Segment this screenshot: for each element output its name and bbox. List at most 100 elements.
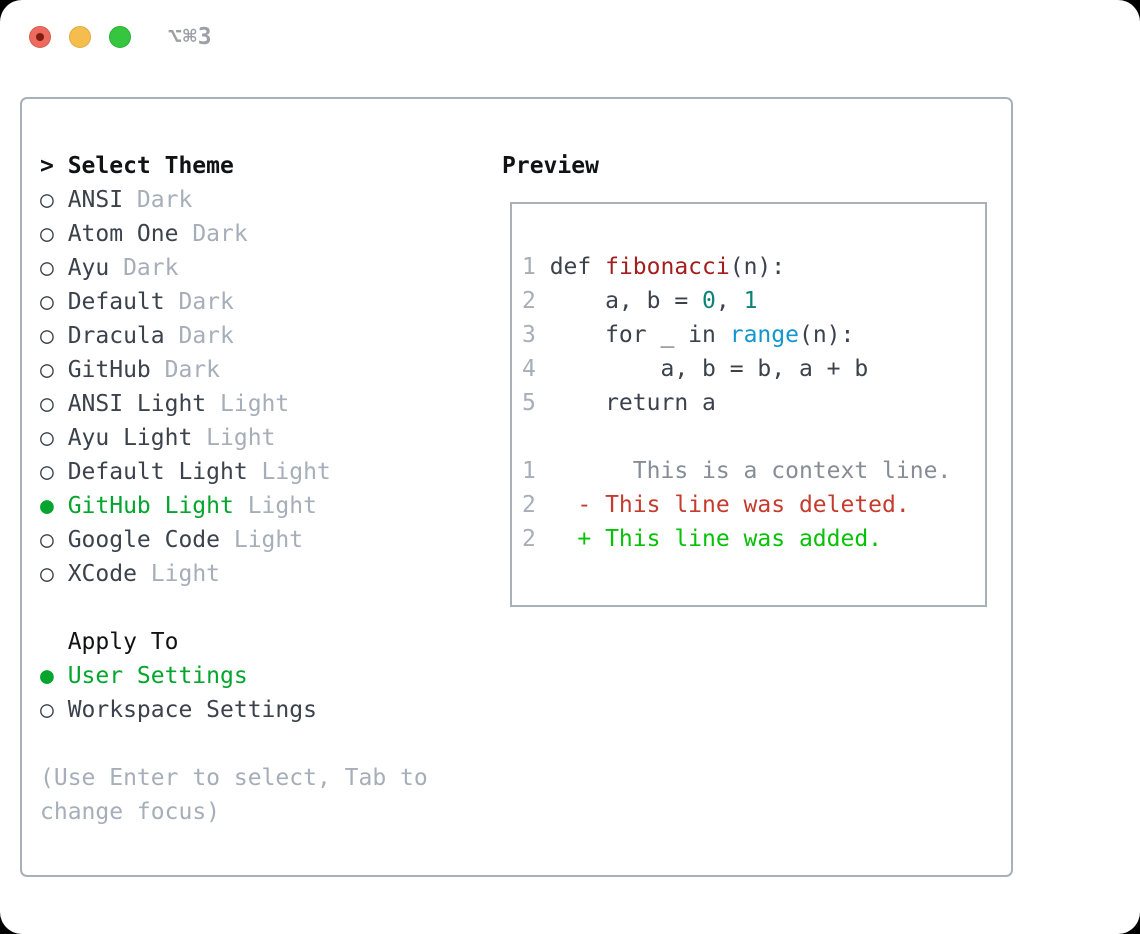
radio-unselected-icon: ○ — [40, 187, 54, 213]
code-line: 4 a, b = b, a + b — [522, 352, 977, 386]
select-theme-header: > Select Theme — [40, 149, 428, 183]
theme-name: Google Code — [67, 527, 221, 553]
diff-context-line: 1 This is a context line. — [522, 454, 977, 488]
titlebar[interactable]: ⌥⌘3 — [0, 0, 1140, 76]
radio-unselected-icon: ○ — [40, 561, 54, 587]
line-number: 1 — [522, 458, 536, 484]
help-text-line2: change focus) — [40, 799, 221, 825]
code-segment: + This line was added. — [535, 526, 883, 552]
line-number: 3 — [522, 322, 536, 348]
theme-name: Atom One — [67, 221, 179, 247]
theme-name: ANSI Light — [67, 391, 207, 417]
theme-variant: Light — [150, 561, 221, 587]
radio-unselected-icon: ○ — [40, 289, 54, 315]
code-line: 1 def fibonacci(n): — [522, 250, 977, 284]
theme-name: Dracula — [67, 323, 165, 349]
minimize-button[interactable] — [69, 26, 91, 48]
theme-option-ayu-dark[interactable]: ○ Ayu Dark — [40, 251, 428, 285]
code-segment: (n): — [798, 322, 855, 348]
traffic-lights — [29, 26, 131, 48]
radio-unselected-icon: ○ — [40, 697, 54, 723]
code-segment: - This line was deleted. — [535, 492, 910, 518]
zoom-button[interactable] — [109, 26, 131, 48]
code-segment: This is a context line. — [535, 458, 952, 484]
line-number: 2 — [522, 492, 536, 518]
code-segment: 0 — [702, 288, 716, 314]
code-segment: (n): — [729, 254, 786, 280]
window-title: ⌥⌘3 — [168, 24, 213, 50]
prompt-icon: > — [40, 153, 54, 179]
radio-selected-icon: ● — [40, 663, 54, 689]
theme-option-atom-one-dark[interactable]: ○ Atom One Dark — [40, 217, 428, 251]
code-segment: a, b = b, a + b — [535, 356, 869, 382]
theme-variant: Dark — [192, 221, 248, 247]
apply-option-label: Workspace Settings — [67, 697, 317, 723]
code-segment: a, b = — [535, 288, 703, 314]
theme-option-ansi-dark[interactable]: ○ ANSI Dark — [40, 183, 428, 217]
theme-option-dracula-dark[interactable]: ○ Dracula Dark — [40, 319, 428, 353]
line-number: 1 — [522, 254, 536, 280]
theme-variant: Light — [233, 527, 304, 553]
theme-name: Default Light — [67, 459, 248, 485]
code-line — [522, 420, 977, 454]
radio-unselected-icon: ○ — [40, 323, 54, 349]
apply-option-user-settings[interactable]: ●User Settings — [40, 659, 428, 693]
preview-code-box: 1 def fibonacci(n): 2 a, b = 0, 1 3 for … — [510, 202, 987, 607]
help-text-line1: (Use Enter to select, Tab to — [40, 765, 428, 791]
theme-variant: Dark — [123, 255, 179, 281]
theme-variant: Dark — [136, 187, 193, 213]
theme-variant: Dark — [178, 323, 234, 349]
code-segment: return a — [535, 390, 716, 416]
spacer — [40, 727, 428, 761]
preview-title: Preview — [502, 153, 599, 179]
diff-deleted-line: 2 - This line was deleted. — [522, 488, 977, 522]
theme-variant: Light — [261, 459, 331, 485]
radio-selected-icon: ● — [40, 493, 54, 519]
theme-variant: Light — [206, 425, 276, 451]
theme-name: XCode — [67, 561, 137, 587]
theme-variant: Dark — [178, 289, 234, 315]
radio-unselected-icon: ○ — [40, 221, 54, 247]
line-number: 4 — [522, 356, 536, 382]
line-number: 5 — [522, 390, 536, 416]
theme-option-ansi-light[interactable]: ○ ANSI Light Light — [40, 387, 428, 421]
close-button[interactable] — [29, 26, 51, 48]
theme-name: GitHub Light — [67, 493, 234, 519]
code-segment: range — [729, 322, 799, 348]
theme-option-xcode[interactable]: ○ XCode Light — [40, 557, 428, 591]
code-segment: fibonacci — [605, 254, 730, 280]
spacer — [40, 591, 428, 625]
theme-name: Ayu Light — [67, 425, 193, 451]
radio-unselected-icon: ○ — [40, 357, 54, 383]
code-line: 2 a, b = 0, 1 — [522, 284, 977, 318]
code-line: 5 return a — [522, 386, 977, 420]
code-segment: , — [715, 288, 744, 314]
theme-option-github-light[interactable]: ● GitHub Light Light — [40, 489, 428, 523]
theme-variant: Light — [247, 493, 317, 519]
radio-unselected-icon: ○ — [40, 255, 54, 281]
theme-variant: Light — [220, 391, 290, 417]
apply-option-workspace-settings[interactable]: ○ Workspace Settings — [40, 693, 428, 727]
line-number: 2 — [522, 288, 536, 314]
code-segment: 1 — [743, 288, 758, 314]
code-segment: def — [535, 254, 606, 280]
select-theme-label: Select Theme — [67, 153, 234, 179]
theme-name: ANSI — [67, 187, 124, 213]
code-segment: for _ in — [535, 322, 730, 348]
code-line: 3 for _ in range(n): — [522, 318, 977, 352]
theme-name: Ayu — [67, 255, 110, 281]
radio-unselected-icon: ○ — [40, 459, 54, 485]
theme-variant: Dark — [164, 357, 221, 383]
diff-added-line: 2 + This line was added. — [522, 522, 977, 556]
line-number: 2 — [522, 526, 536, 552]
radio-unselected-icon: ○ — [40, 391, 54, 417]
theme-option-default-light[interactable]: ○ Default Light Light — [40, 455, 428, 489]
apply-to-label: Apply To — [67, 629, 179, 655]
